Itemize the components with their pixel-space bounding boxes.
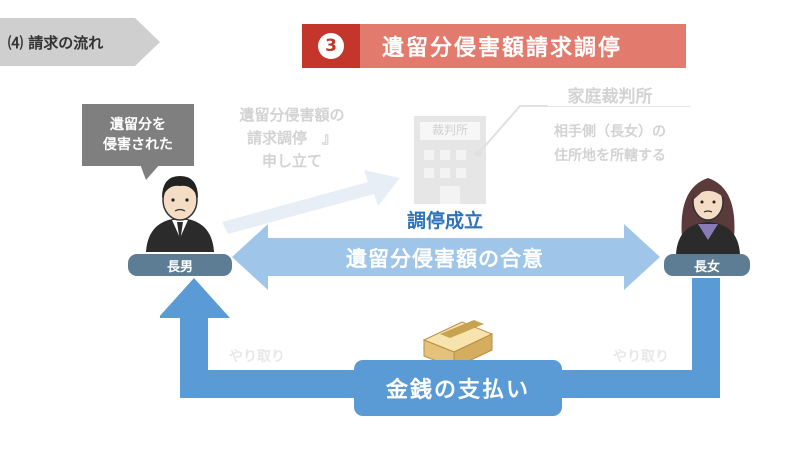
step-number: 3 bbox=[318, 33, 344, 59]
court-sign: 裁判所 bbox=[431, 123, 468, 137]
name-tag-eldest-son: 長男 bbox=[128, 254, 232, 276]
name-tag-eldest-daughter: 長女 bbox=[664, 254, 750, 276]
petition-line-3: 申し立て bbox=[261, 152, 322, 170]
bubble-line-2: 侵害された bbox=[103, 137, 173, 153]
speech-bubble: 遺留分を 侵害された bbox=[82, 104, 194, 166]
petition-text: 遺留分侵害額の 請求調停 』 申し立て bbox=[206, 104, 378, 173]
court-note: 相手側（長女）の 住所地を所轄する bbox=[520, 120, 700, 168]
eldest-son-icon bbox=[146, 176, 214, 252]
agreement-status: 調停成立 bbox=[406, 210, 483, 232]
court-note-line-2: 住所地を所轄する bbox=[554, 148, 666, 164]
eldest-daughter-icon bbox=[676, 178, 740, 254]
court-note-line-1: 相手側（長女）の bbox=[554, 124, 666, 140]
section-label: ⑷ 請求の流れ bbox=[8, 33, 104, 52]
exchange-label-left: やり取り bbox=[229, 349, 285, 365]
court-divider bbox=[522, 106, 690, 107]
payment-box: 金銭の支払い bbox=[354, 360, 562, 416]
step-banner: 3 遺留分侵害額請求調停 bbox=[302, 24, 686, 68]
agreement-content: 遺留分侵害額の合意 bbox=[346, 247, 544, 271]
petition-line-2: 請求調停 』 bbox=[246, 129, 337, 147]
step-title: 遺留分侵害額請求調停 bbox=[382, 36, 623, 61]
bubble-line-1: 遺留分を bbox=[110, 117, 166, 133]
court-building-icon bbox=[414, 116, 486, 204]
court-name: 家庭裁判所 bbox=[567, 87, 653, 107]
agreement-arrow-icon bbox=[232, 224, 660, 290]
petition-line-1: 遺留分侵害額の bbox=[239, 106, 345, 124]
payment-label: 金銭の支払い bbox=[385, 378, 530, 403]
section-tab: ⑷ 請求の流れ bbox=[0, 18, 160, 66]
exchange-label-right: やり取り bbox=[613, 349, 669, 365]
petition-arrow-icon bbox=[222, 170, 400, 234]
bubble-tail-icon bbox=[140, 164, 160, 180]
step-number-badge: 3 bbox=[302, 24, 360, 68]
